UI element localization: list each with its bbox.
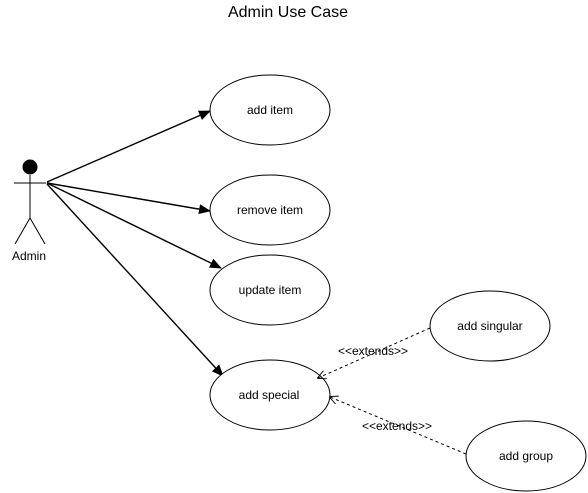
extends-group-label: <<extends>> — [362, 419, 432, 433]
admin-actor — [14, 159, 46, 245]
use-case-remove-item-label: remove item — [237, 203, 303, 217]
use-case-add-special: add special — [209, 359, 331, 431]
association-add-special — [46, 183, 224, 377]
extends-singular-line — [318, 327, 431, 378]
use-case-update-item-shape — [209, 254, 331, 326]
association-add-item — [46, 110, 211, 183]
use-case-remove-item: remove item — [209, 174, 331, 246]
association-remove-item — [46, 182, 211, 215]
actor-left-leg — [14, 217, 31, 245]
use-case-update-item: update item — [209, 254, 331, 326]
use-case-remove-item-shape — [209, 174, 331, 246]
actor-label: Admin — [12, 249, 46, 263]
use-case-add-group-shape — [465, 420, 587, 492]
actor-head — [22, 159, 38, 175]
use-case-add-singular-shape — [429, 290, 551, 362]
use-case-add-special-label: add special — [239, 388, 300, 402]
actor-right-leg — [29, 217, 46, 245]
use-case-add-item: add item — [209, 74, 331, 146]
diagram-title: Admin Use Case — [228, 4, 348, 21]
use-case-add-singular-label: add singular — [457, 319, 522, 333]
use-case-add-item-shape — [209, 74, 331, 146]
use-case-update-item-label: update item — [239, 283, 302, 297]
use-case-add-singular: add singular — [429, 290, 551, 362]
extends-group-line — [330, 397, 467, 455]
use-case-add-item-label: add item — [247, 103, 293, 117]
use-case-add-group-label: add group — [499, 449, 553, 463]
use-case-add-group: add group — [465, 420, 587, 492]
association-update-item — [46, 182, 222, 269]
use-case-add-special-shape — [209, 359, 331, 431]
extends-singular-label: <<extends>> — [338, 344, 408, 358]
